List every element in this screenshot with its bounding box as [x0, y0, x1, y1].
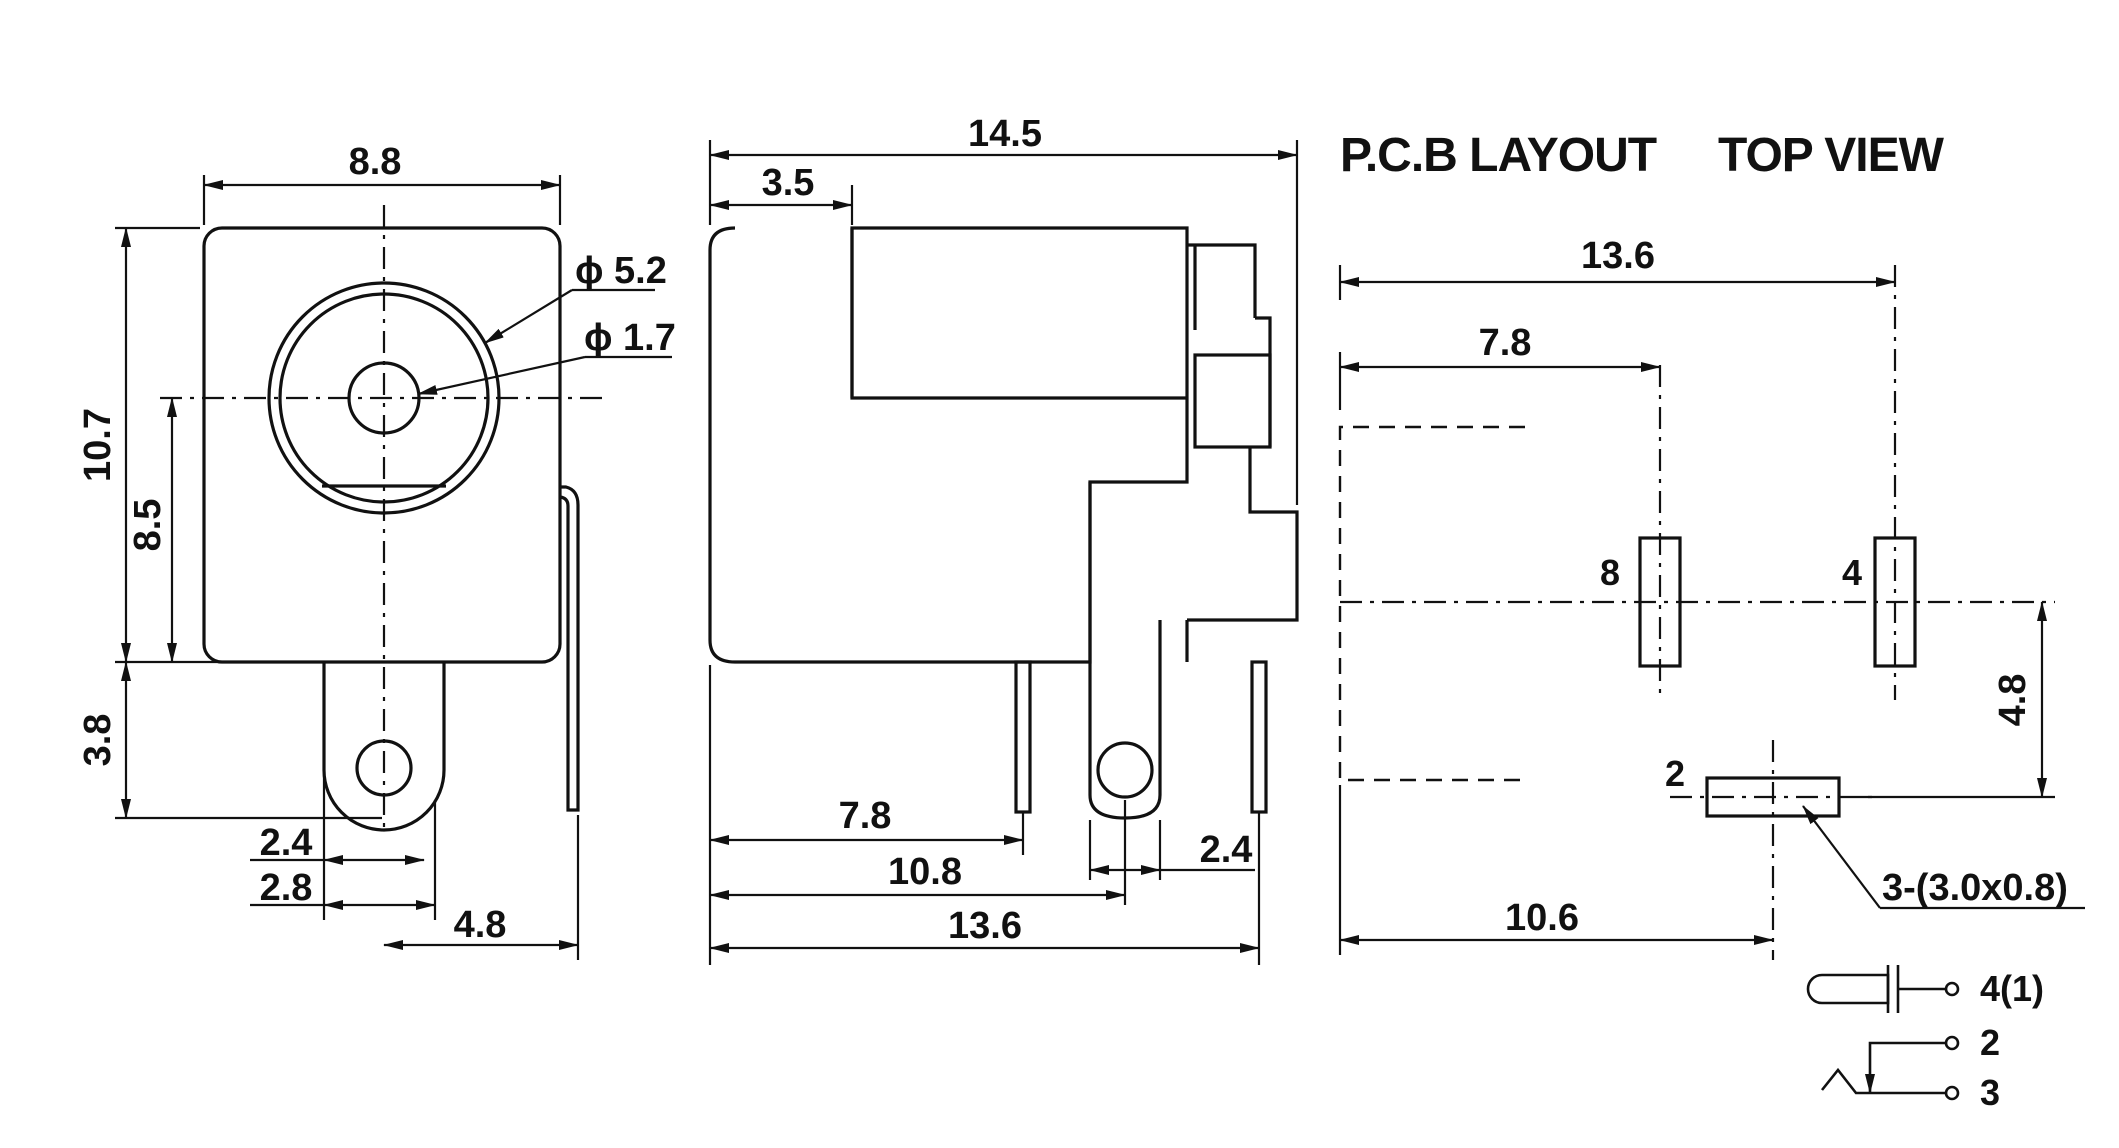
- side-pin-offset-label: 4.8: [454, 904, 507, 946]
- pin-diameter-label: ϕ 1.7: [584, 317, 676, 359]
- plug-symbol: [1806, 973, 1890, 1005]
- top-view-title: TOP VIEW: [1718, 129, 1945, 182]
- pcb-10-6-label: 10.6: [1505, 897, 1579, 939]
- pcb-layout: P.C.B LAYOUT TOP VIEW 8 4 2 13.6 7.8 4.8: [1338, 129, 2085, 960]
- pin-spacing-label: 2.8: [260, 867, 313, 909]
- side-pin-13-6-label: 13.6: [948, 905, 1022, 947]
- front-side-pin: [559, 485, 580, 812]
- pin-2-label: 2: [1980, 1022, 2000, 1063]
- front-width-label: 8.8: [349, 141, 402, 183]
- side-pin-10-8-label: 10.8: [888, 851, 962, 893]
- pin-schematic: 4(1) 2 3: [1806, 965, 2044, 1113]
- pcb-13-6-label: 13.6: [1581, 235, 1655, 277]
- side-length-label: 14.5: [968, 113, 1042, 155]
- pcb-layout-title: P.C.B LAYOUT: [1340, 129, 1657, 182]
- outer-diameter-label: ϕ 5.2: [575, 250, 667, 292]
- pin-3-label: 3: [1980, 1072, 2000, 1113]
- side-view: 14.5 3.5 7.8 10.8 2.4 13.6: [708, 113, 1299, 965]
- front-center-height-label: 8.5: [127, 499, 169, 552]
- pin-2-terminal: [1944, 1035, 1960, 1051]
- side-blade-width-label: 2.4: [1200, 829, 1253, 871]
- front-view: 8.8 10.7 8.5 3.8 ϕ 5.2 ϕ 1.7 2.4 2.8: [77, 141, 676, 960]
- side-thin-pin-2: [1250, 660, 1268, 814]
- side-latch-box: [1193, 353, 1272, 449]
- front-pin-hole: [355, 739, 413, 797]
- pcb-4-8-label: 4.8: [1992, 674, 2034, 727]
- front-pin-length-label: 3.8: [77, 714, 119, 767]
- pad-8-label: 8: [1600, 552, 1620, 593]
- front-body-outline: [202, 226, 562, 664]
- front-height-label: 10.7: [77, 408, 119, 482]
- pcb-7-8-label: 7.8: [1479, 322, 1532, 364]
- pad-2-label: 2: [1665, 753, 1685, 794]
- side-front-depth-label: 3.5: [762, 162, 815, 204]
- side-pin-hole: [1096, 741, 1154, 799]
- front-bottom-pin: [322, 662, 446, 832]
- pin-width-label: 2.4: [260, 822, 313, 864]
- side-housing-outline: [708, 226, 1189, 664]
- side-thin-pin-1: [1014, 660, 1032, 814]
- slot-note-label: 3-(3.0x0.8): [1882, 867, 2068, 909]
- side-pin-7-8-label: 7.8: [839, 795, 892, 837]
- pad-4-label: 4: [1842, 552, 1862, 593]
- pin-4-1-label: 4(1): [1980, 968, 2044, 1009]
- side-blade-pin: [1088, 482, 1162, 820]
- pin-4-terminal: [1944, 981, 1960, 997]
- pcb-housing-outline: [1338, 425, 1525, 782]
- pin-3-terminal: [1944, 1085, 1960, 1101]
